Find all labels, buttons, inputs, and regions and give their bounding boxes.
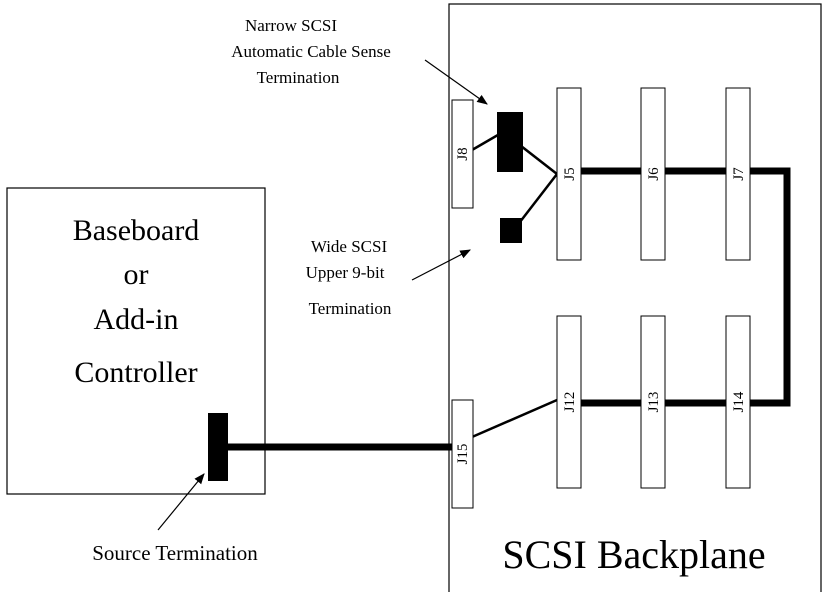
- connector-j8-label: J8: [455, 147, 471, 160]
- controller-label-line-3: Add-in: [94, 303, 179, 336]
- narrow-termination-block: [497, 112, 523, 172]
- connector-j7: [725, 87, 751, 261]
- connector-j14-label: J14: [731, 391, 747, 412]
- wide-termination-block: [500, 218, 522, 243]
- connector-j5-label: J5: [562, 167, 578, 180]
- controller-label-line-1: Baseboard: [73, 214, 200, 247]
- narrow-termination-arrow: [424, 59, 488, 105]
- source-termination-label: Source Termination: [92, 541, 258, 565]
- wide-label-line-1: Wide SCSI: [311, 237, 388, 256]
- source-termination-block: [208, 413, 228, 481]
- scsi-backplane-outline: [448, 3, 822, 592]
- backplane-loop-cable: [557, 167, 791, 407]
- wide-label-line-2: Upper 9-bit: [306, 263, 385, 282]
- connector-j5: [556, 87, 582, 261]
- wide-label-line-3: Termination: [309, 299, 392, 318]
- connector-j6-label: J6: [646, 167, 662, 181]
- connector-j12: [556, 315, 582, 489]
- connector-j6: [640, 87, 666, 261]
- controller-label-line-2: or: [124, 258, 149, 291]
- connector-j13: [640, 315, 666, 489]
- narrow-label-line-2: Automatic Cable Sense: [231, 42, 391, 61]
- connector-j13-label: J13: [646, 392, 662, 413]
- source-termination-arrow: [157, 473, 205, 531]
- wide-termination-arrow: [411, 249, 471, 281]
- connector-j14: [725, 315, 751, 489]
- connector-j8: [451, 99, 474, 209]
- connector-j15-label: J15: [455, 444, 471, 465]
- narrow-label-line-1: Narrow SCSI: [245, 16, 337, 35]
- j15-to-j12-cable: [471, 398, 558, 439]
- backplane-title: SCSI Backplane: [502, 532, 765, 577]
- narrow-label-line-3: Termination: [257, 68, 340, 87]
- connector-j15: [451, 399, 474, 509]
- controller-label-line-4: Controller: [74, 356, 197, 389]
- connector-j7-label: J7: [731, 167, 747, 181]
- connector-j12-label: J12: [562, 392, 578, 413]
